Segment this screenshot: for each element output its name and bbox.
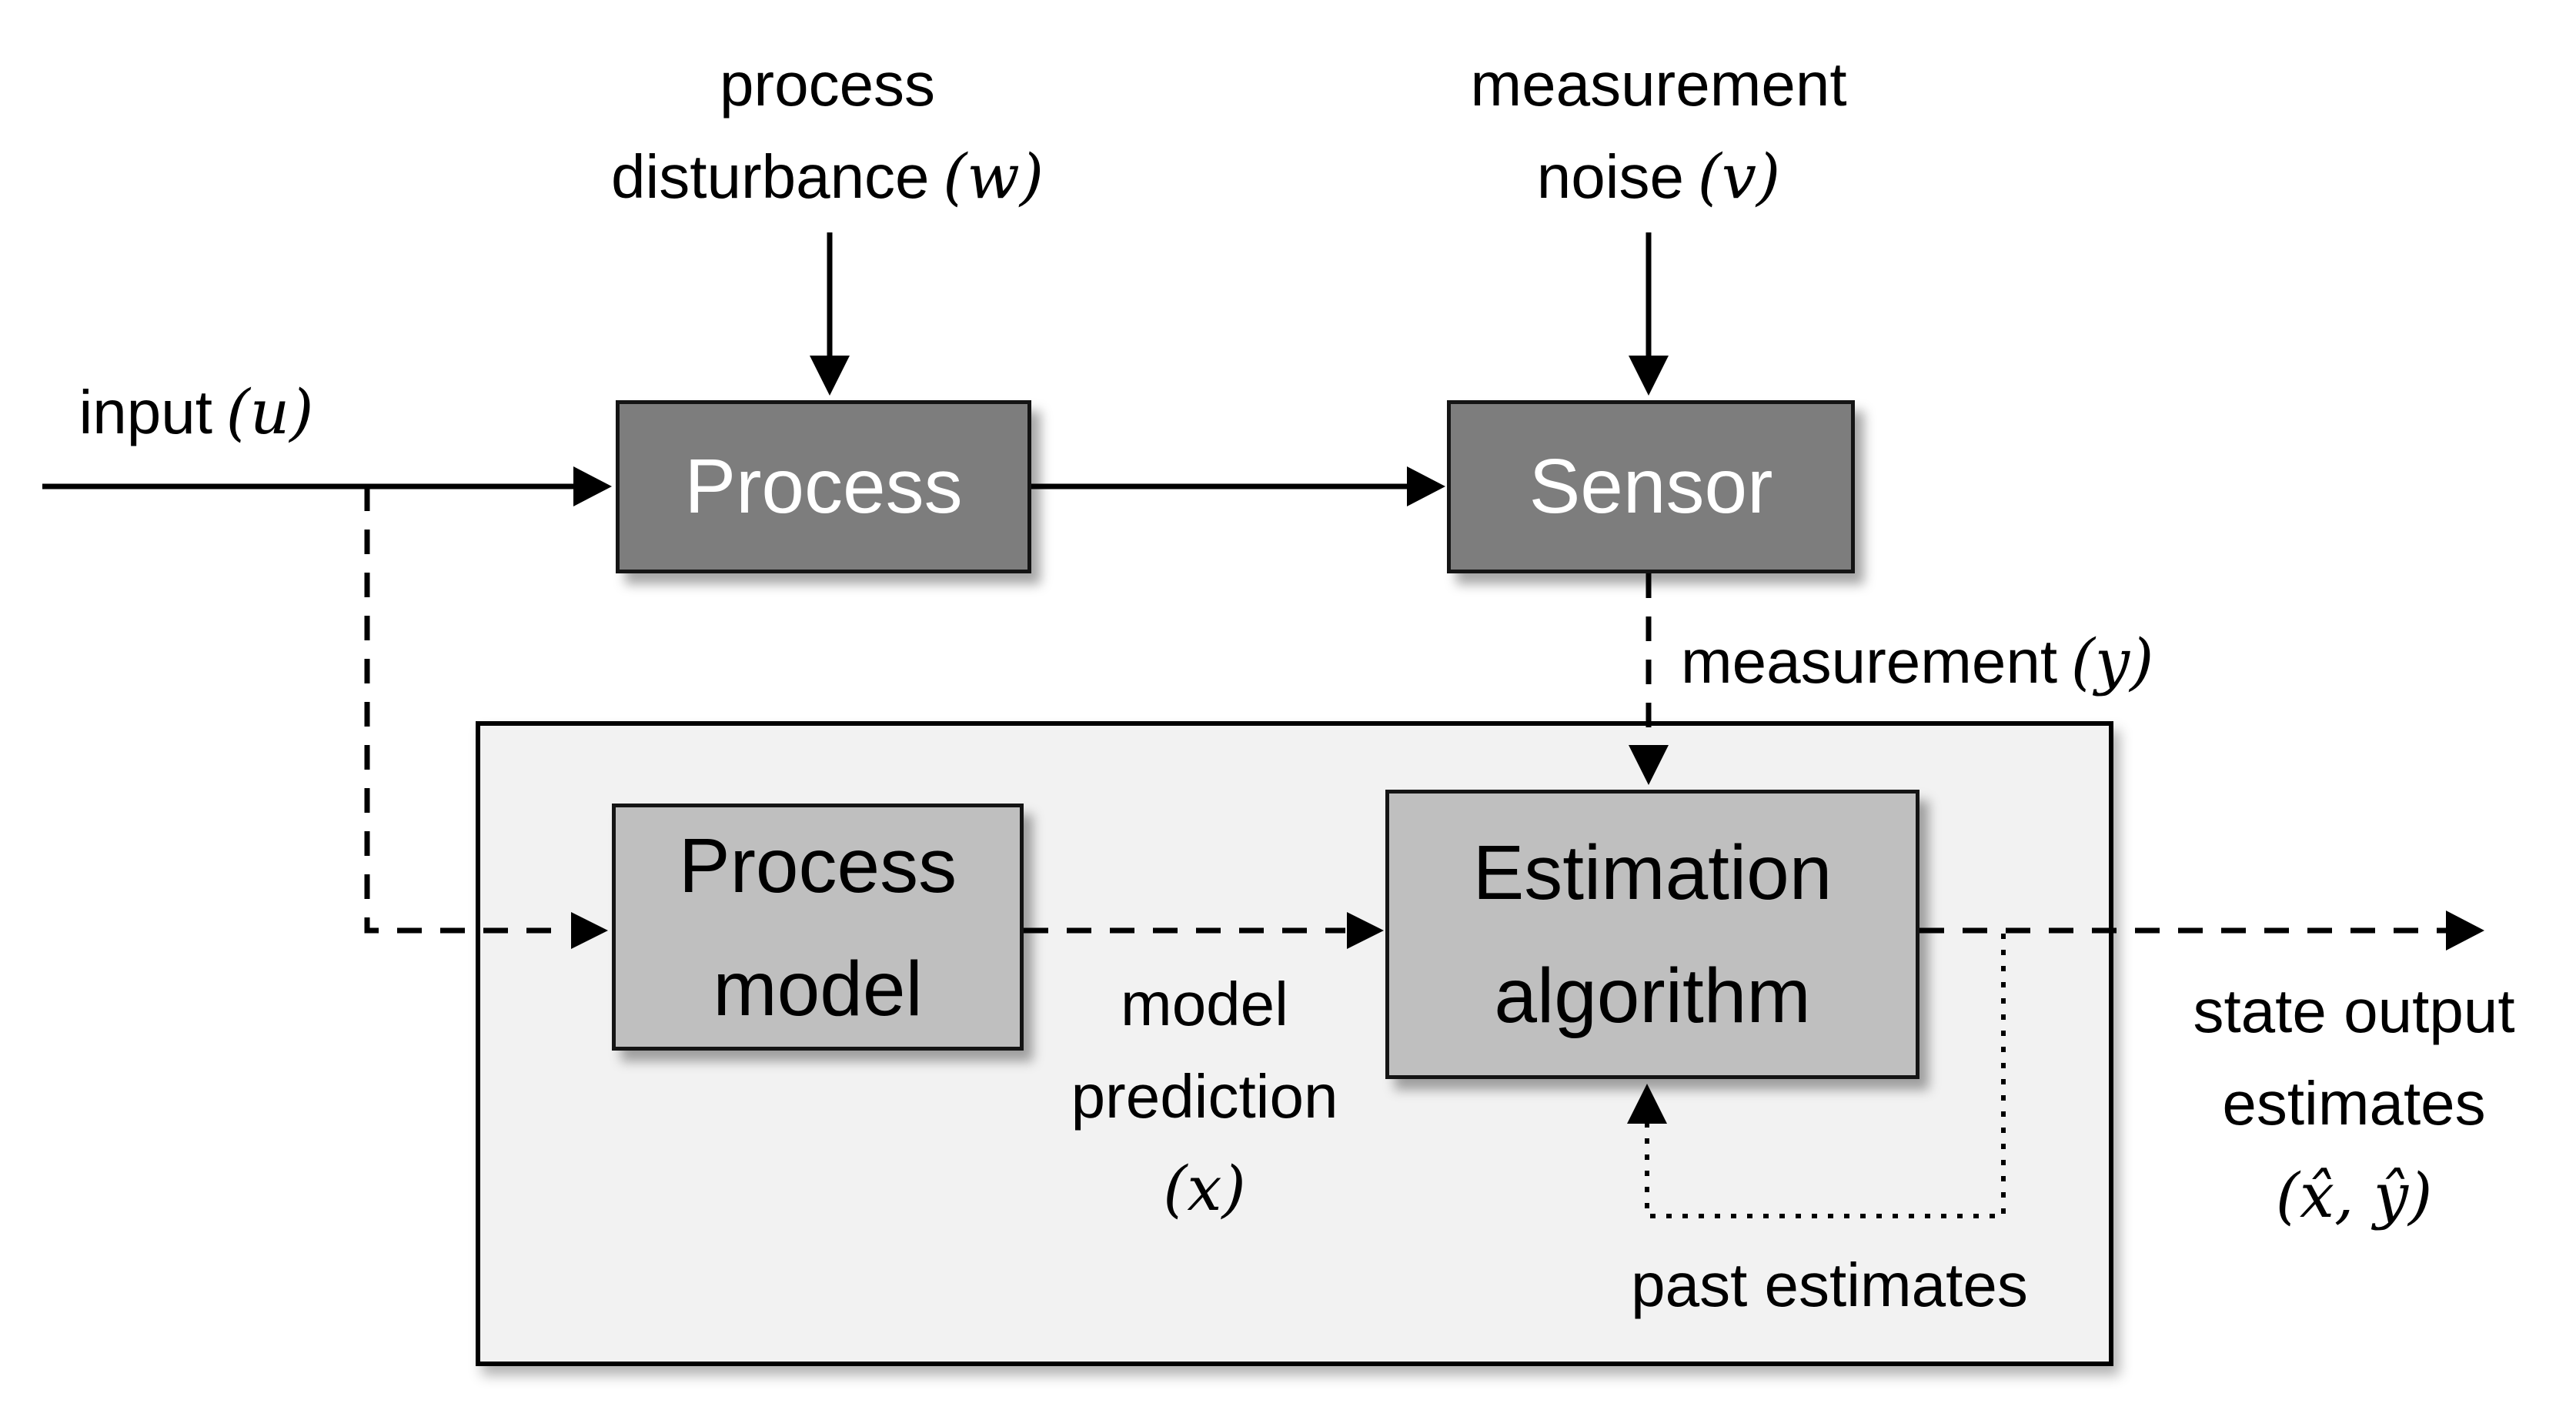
process-box: Process — [616, 400, 1031, 573]
process-disturbance-line1: process — [719, 50, 936, 119]
measurement-noise-line1: measurement — [1470, 50, 1847, 119]
sensor-box-label: Sensor — [1529, 443, 1773, 530]
process-disturbance-line2: disturbance(w) — [610, 141, 1044, 212]
input-label-text: input — [79, 378, 212, 446]
output-arrowhead — [2446, 910, 2484, 951]
past-estimates-label: past estimates — [1560, 1239, 2099, 1331]
model-prediction-line1: model — [1121, 970, 1288, 1038]
model-prediction-line2: prediction — [1071, 1062, 1338, 1131]
input-arrowhead — [573, 466, 612, 506]
estimation-algorithm-line2: algorithm — [1494, 953, 1811, 1039]
process-box-label: Process — [684, 443, 963, 530]
measurement-label-text: measurement — [1681, 627, 2058, 696]
measurement-noise-symbol: (v) — [1697, 141, 1781, 212]
process-to-sensor-arrow — [1031, 466, 1445, 506]
state-output-line1: state output — [2193, 977, 2515, 1045]
state-output-estimates-label: state output estimates (x̂, ŷ) — [2132, 965, 2576, 1242]
past-estimates-text: past estimates — [1631, 1251, 2028, 1319]
noise-arrow — [1629, 232, 1669, 396]
measurement-label: measurement(y) — [1681, 616, 2312, 708]
sensor-box: Sensor — [1447, 400, 1855, 573]
estimation-algorithm-box: Estimation algorithm — [1385, 790, 1919, 1079]
disturbance-arrow — [810, 232, 850, 396]
input-line-arrow — [42, 466, 612, 506]
measurement-noise-line2: noise(v) — [1536, 141, 1781, 212]
disturbance-arrowhead — [810, 356, 850, 396]
measurement-noise-label: measurement noise(v) — [1351, 38, 1966, 223]
process-model-line1: Process — [678, 822, 957, 909]
model-prediction-symbol: (x) — [1163, 1153, 1246, 1225]
process-to-sensor-arrowhead — [1407, 466, 1445, 506]
process-model-box: Process model — [612, 804, 1024, 1051]
noise-arrowhead — [1629, 356, 1669, 396]
process-disturbance-symbol: (w) — [943, 141, 1044, 212]
estimation-algorithm-line1: Estimation — [1472, 830, 1833, 916]
state-output-symbol: (x̂, ŷ) — [2275, 1160, 2433, 1231]
model-prediction-label: model prediction (x) — [993, 958, 1416, 1235]
measurement-symbol: (y) — [2070, 626, 2154, 697]
state-output-line2: estimates — [2222, 1069, 2486, 1138]
input-symbol: (u) — [226, 376, 314, 448]
input-label: input(u) — [31, 366, 362, 459]
process-model-line2: model — [713, 945, 923, 1032]
process-disturbance-label: process disturbance(w) — [520, 38, 1135, 223]
